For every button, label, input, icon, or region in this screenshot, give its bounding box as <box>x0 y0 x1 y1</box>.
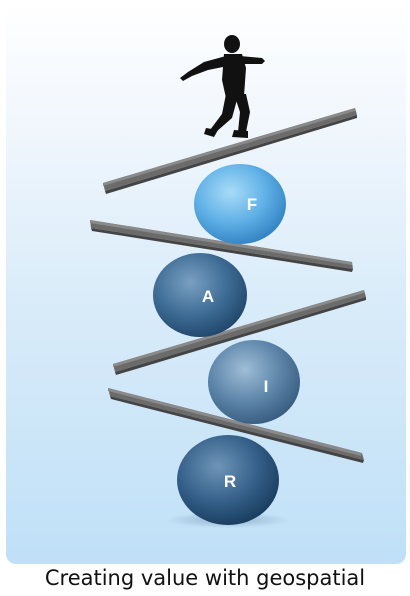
beam-2 <box>90 220 353 272</box>
ball-r-label: R <box>224 472 236 491</box>
ball-f: F <box>194 164 286 244</box>
ball-r: R <box>177 435 279 525</box>
ball-a: A <box>153 253 247 337</box>
beam-1 <box>103 108 357 194</box>
beam-4 <box>108 388 364 463</box>
ball-a-label: A <box>202 287 214 306</box>
caption: Creating value with geospatial <box>44 566 366 590</box>
ball-f-label: F <box>247 195 257 214</box>
ball-i: I <box>208 340 300 424</box>
ball-i-label: I <box>264 377 269 396</box>
balancing-person-icon <box>180 35 265 138</box>
beam-3 <box>113 290 366 375</box>
